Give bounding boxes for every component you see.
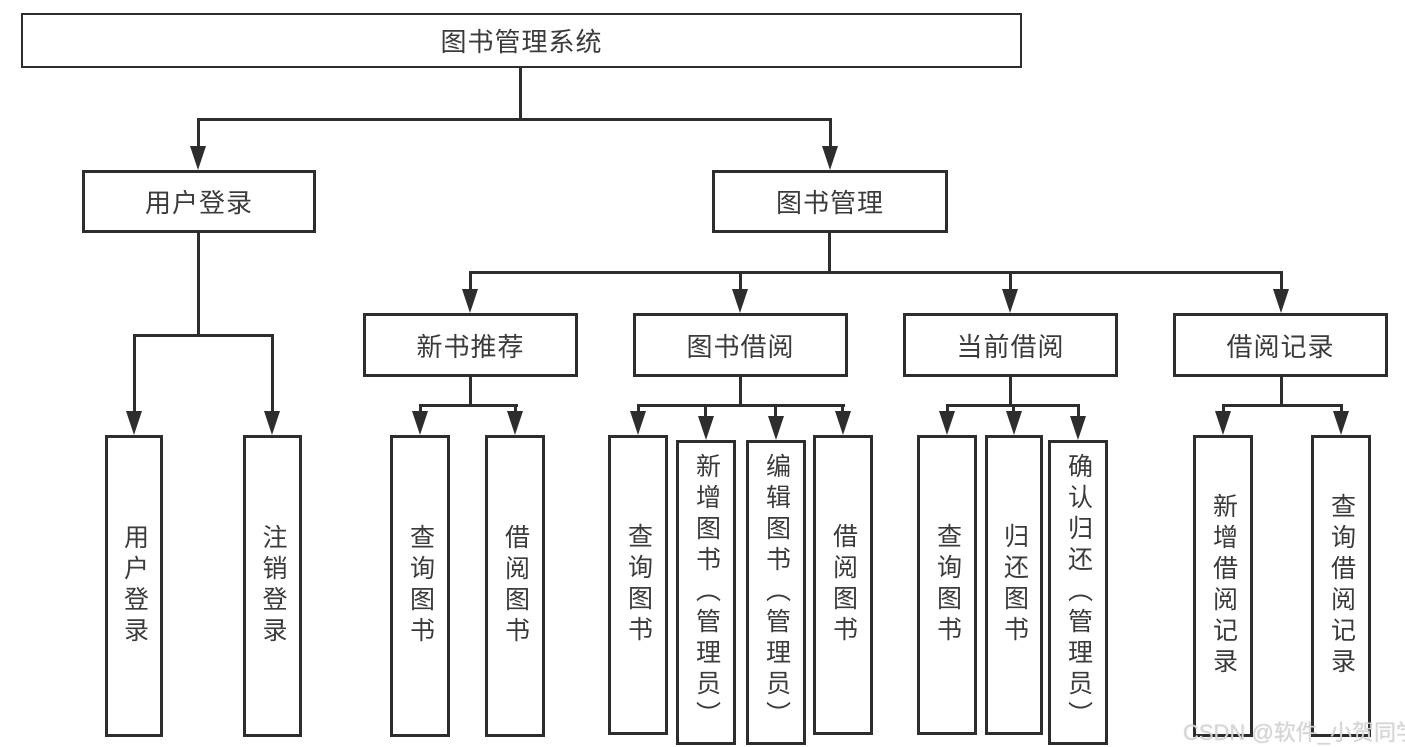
connector-line	[946, 404, 949, 414]
arrow-down-icon	[190, 146, 206, 170]
leaf-edit-books-admin: 编辑图书（管理员）	[746, 440, 806, 745]
arrow-down-icon	[1215, 411, 1231, 435]
arrow-down-icon	[630, 411, 646, 435]
leaf-confirm-return-admin-label: 确认归还（管理员）	[1064, 453, 1093, 732]
connector-line	[828, 233, 831, 274]
arrow-down-icon	[264, 411, 280, 435]
connector-line	[704, 404, 707, 418]
arrow-down-icon	[768, 416, 784, 440]
connector-line	[1009, 377, 1012, 407]
connector-line	[197, 118, 832, 121]
connector-line	[469, 271, 472, 293]
connector-line	[469, 271, 1283, 274]
node-book-borrowing: 图书借阅	[633, 313, 848, 377]
leaf-add-borrow-record: 新增借阅记录	[1193, 435, 1253, 737]
node-user-login-label: 用户登录	[144, 188, 253, 218]
node-book-management: 图书管理	[712, 170, 948, 233]
leaf-confirm-return-admin: 确认归还（管理员）	[1048, 440, 1108, 745]
leaf-borrow-books-recommend: 借阅图书	[485, 435, 545, 737]
connector-line	[637, 404, 640, 414]
connector-line	[419, 404, 422, 414]
arrow-down-icon	[126, 411, 142, 435]
connector-line	[739, 377, 742, 407]
leaf-user-login-label: 用户登录	[120, 524, 149, 648]
leaf-edit-books-admin-label: 编辑图书（管理员）	[762, 453, 791, 732]
arrow-down-icon	[507, 411, 523, 435]
node-borrowing-records: 借阅记录	[1173, 313, 1388, 377]
node-root: 图书管理系统	[21, 13, 1022, 68]
connector-line	[419, 404, 518, 407]
connector-line	[637, 404, 845, 407]
arrow-down-icon	[1002, 289, 1018, 313]
connector-line	[774, 404, 777, 418]
connector-line	[1077, 404, 1080, 418]
connector-line	[197, 233, 200, 337]
arrow-down-icon	[1273, 289, 1289, 313]
leaf-borrow-books-label: 借阅图书	[829, 523, 858, 647]
connector-line	[133, 334, 274, 337]
connector-line	[739, 271, 742, 293]
node-user-login: 用户登录	[82, 170, 316, 233]
connector-line	[1222, 404, 1225, 414]
connector-line	[197, 118, 200, 150]
connector-line	[1280, 377, 1283, 407]
leaf-return-books-label: 归还图书	[1000, 523, 1029, 647]
leaf-logout: 注销登录	[243, 435, 302, 737]
leaf-query-books-borrow: 查询图书	[608, 435, 668, 735]
leaf-query-books-recommend-label: 查询图书	[406, 524, 435, 648]
arrow-down-icon	[698, 416, 714, 440]
leaf-query-books-recommend: 查询图书	[390, 435, 450, 737]
leaf-query-books-current: 查询图书	[917, 435, 977, 735]
node-borrowing-records-label: 借阅记录	[1226, 331, 1335, 362]
arrow-down-icon	[1070, 416, 1086, 440]
arrow-down-icon	[412, 411, 428, 435]
connector-line	[829, 118, 832, 150]
leaf-query-borrow-record-label: 查询借阅记录	[1327, 493, 1356, 679]
connector-line	[841, 404, 844, 414]
leaf-add-books-admin: 新增图书（管理员）	[676, 440, 736, 745]
leaf-query-borrow-record: 查询借阅记录	[1311, 435, 1371, 737]
node-book-management-label: 图书管理	[775, 188, 884, 218]
connector-line	[1280, 271, 1283, 293]
connector-line	[133, 334, 136, 413]
node-new-book-recommendation-label: 新书推荐	[416, 331, 525, 362]
node-root-label: 图书管理系统	[440, 27, 603, 57]
connector-line	[1340, 404, 1343, 414]
connector-line	[519, 68, 522, 120]
leaf-add-borrow-record-label: 新增借阅记录	[1209, 493, 1238, 679]
connector-line	[271, 334, 274, 413]
connector-line	[514, 404, 517, 414]
leaf-user-login: 用户登录	[105, 435, 163, 737]
node-new-book-recommendation: 新书推荐	[363, 313, 578, 377]
node-book-borrowing-label: 图书借阅	[686, 331, 795, 362]
node-current-borrowing: 当前借阅	[903, 313, 1118, 377]
connector-line	[1012, 404, 1015, 414]
leaf-query-books-borrow-label: 查询图书	[624, 523, 653, 647]
leaf-query-books-current-label: 查询图书	[933, 523, 962, 647]
arrow-down-icon	[1333, 411, 1349, 435]
leaf-add-books-admin-label: 新增图书（管理员）	[692, 453, 721, 732]
arrow-down-icon	[822, 146, 838, 170]
connector-line	[469, 377, 472, 407]
arrow-down-icon	[732, 289, 748, 313]
node-current-borrowing-label: 当前借阅	[956, 331, 1065, 362]
connector-line	[1009, 271, 1012, 293]
leaf-borrow-books: 借阅图书	[813, 435, 873, 735]
connector-line	[1222, 404, 1343, 407]
arrow-down-icon	[939, 411, 955, 435]
arrow-down-icon	[462, 289, 478, 313]
leaf-logout-label: 注销登录	[259, 524, 287, 648]
arrow-down-icon	[1006, 411, 1022, 435]
leaf-return-books: 归还图书	[985, 435, 1043, 735]
csdn-watermark: CSDN @软件_小贺同学	[1183, 720, 1405, 745]
arrow-down-icon	[835, 411, 851, 435]
leaf-borrow-books-recommend-label: 借阅图书	[501, 524, 530, 648]
